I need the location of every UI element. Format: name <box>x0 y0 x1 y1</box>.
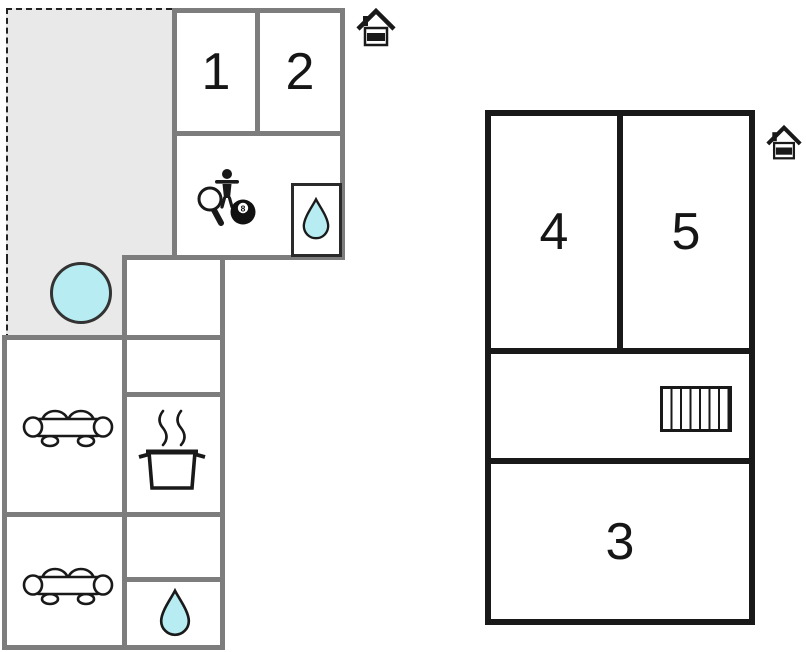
room-number: 1 <box>201 43 231 101</box>
annex-cross-wall-1 <box>490 348 750 354</box>
water-drop-icon <box>159 587 191 637</box>
annex-cross-wall-2 <box>490 458 750 464</box>
terrace-area-upper <box>6 8 172 260</box>
house-icon <box>356 7 396 47</box>
annex-divider-wall <box>617 114 623 352</box>
eight-ball-icon: 8 <box>230 199 256 225</box>
hot-tub-icon <box>50 262 112 324</box>
sofa-icon <box>22 409 114 448</box>
room-label-5: 5 <box>623 116 749 348</box>
eight-ball-number: 8 <box>241 204 246 214</box>
cooking-pot-icon <box>138 409 206 490</box>
room-number: 5 <box>671 203 701 261</box>
table-tennis-paddle-icon <box>197 186 224 226</box>
room-label-3: 3 <box>491 464 749 619</box>
stairs-icon <box>660 386 732 432</box>
hallway-top <box>122 255 225 340</box>
sofa-icon <box>22 567 114 606</box>
room-label-2: 2 <box>255 8 345 136</box>
player-figure-icon <box>215 169 239 209</box>
steam-icon <box>158 409 168 447</box>
shower-room <box>291 183 342 257</box>
room-number: 3 <box>605 512 635 571</box>
hallway-middle <box>122 335 225 397</box>
room-number: 2 <box>285 43 315 101</box>
house-icon <box>766 124 802 160</box>
hallway-lower <box>122 512 225 582</box>
room-number: 4 <box>539 203 569 261</box>
room-label-1: 1 <box>172 8 260 136</box>
room-label-4: 4 <box>491 116 617 348</box>
game-room-icons: 8 <box>197 169 256 226</box>
steam-icon <box>176 409 186 447</box>
water-drop-icon <box>302 196 330 240</box>
